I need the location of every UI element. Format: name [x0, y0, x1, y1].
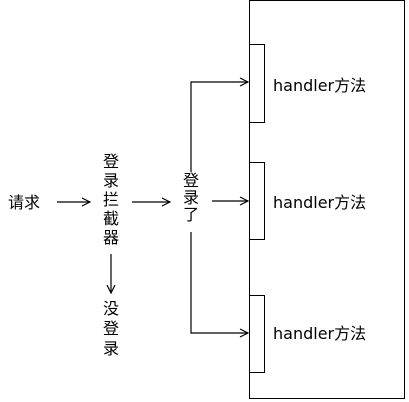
- handler-label: handler方法: [273, 76, 366, 95]
- branch-to-handler-3: [190, 232, 248, 333]
- handler-container-box: [249, 0, 405, 399]
- handler-box-1: handler方法: [249, 44, 366, 123]
- handler-box-3: handler方法: [249, 295, 366, 373]
- handler-label: handler方法: [273, 324, 366, 343]
- interceptor-label: 登录拦截器: [103, 152, 119, 247]
- handler-label: handler方法: [273, 193, 366, 212]
- not-logged-in-label: 没登录: [103, 299, 119, 358]
- branch-to-handler-1: [190, 82, 248, 172]
- logged-in-label: 登录了: [183, 171, 199, 224]
- handler-box-2: handler方法: [249, 162, 366, 240]
- request-label: 请求: [8, 193, 40, 212]
